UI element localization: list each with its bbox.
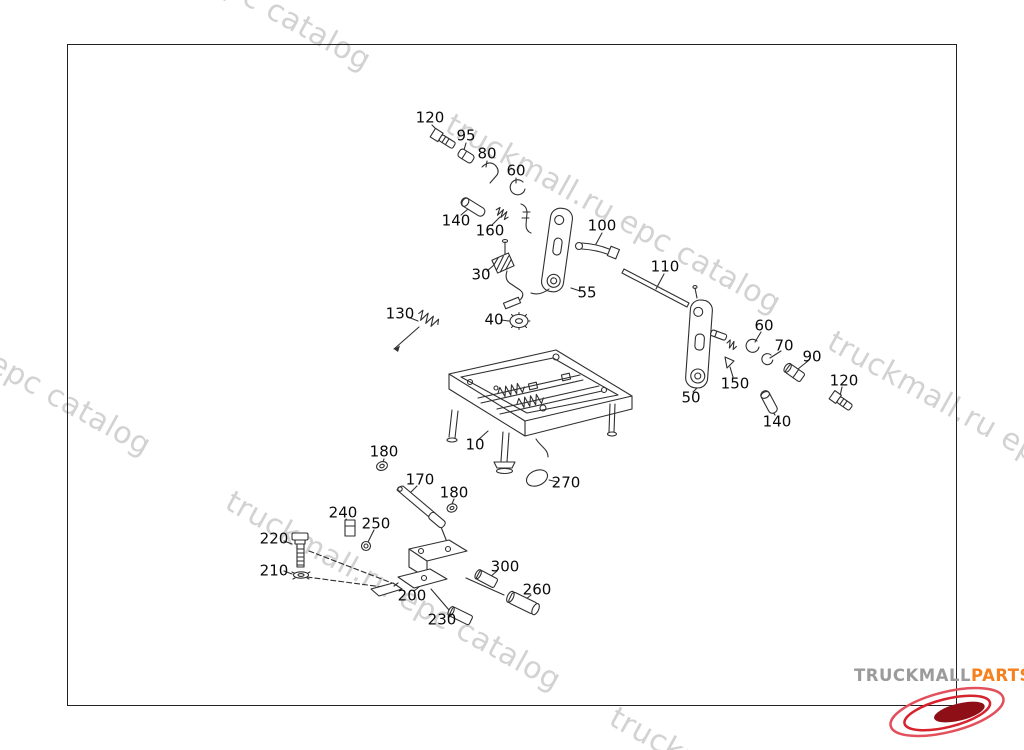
seat-frame-10 <box>446 349 633 475</box>
logo-text: TRUCKMALLPARTS <box>854 666 1024 685</box>
part-label-30[interactable]: 30 <box>471 265 491 284</box>
pin-140-right <box>760 390 778 414</box>
ring-70 <box>761 353 774 366</box>
pin-140-left <box>460 197 486 217</box>
bolt-120-right <box>828 390 853 411</box>
bracket-200 <box>370 539 468 597</box>
bolt-120-left <box>429 127 456 149</box>
part-label-130[interactable]: 130 <box>385 304 415 323</box>
part-label-100[interactable]: 100 <box>587 216 617 235</box>
ring-180-upper <box>376 460 388 472</box>
part-label-180[interactable]: 180 <box>369 442 399 461</box>
lever-80 <box>481 162 499 184</box>
part-label-230[interactable]: 230 <box>427 610 457 629</box>
part-label-150[interactable]: 150 <box>720 374 750 393</box>
part-label-70[interactable]: 70 <box>774 336 794 355</box>
part-label-140[interactable]: 140 <box>441 211 471 230</box>
hinge-plate-55 <box>530 207 573 295</box>
pin-300 <box>474 569 499 588</box>
dashed-leaders <box>306 550 393 589</box>
drawing-border <box>67 44 957 706</box>
part-label-170[interactable]: 170 <box>405 470 435 489</box>
logo-swirl-icon <box>889 686 1005 738</box>
part-label-60[interactable]: 60 <box>506 161 526 180</box>
part-label-210[interactable]: 210 <box>259 561 289 580</box>
pin-260 <box>506 590 540 616</box>
part-label-110[interactable]: 110 <box>650 257 680 276</box>
sleeve-95 <box>457 148 475 164</box>
part-label-40[interactable]: 40 <box>484 310 504 329</box>
part-label-260[interactable]: 260 <box>522 580 552 599</box>
part-label-300[interactable]: 300 <box>490 557 520 576</box>
part-label-180[interactable]: 180 <box>439 483 469 502</box>
release-lever-100 <box>574 241 620 260</box>
washer-210 <box>291 571 311 580</box>
wire-160 <box>520 203 532 234</box>
spring-130 <box>418 309 440 327</box>
snap-ring-60-left <box>509 179 526 196</box>
arrow-line-130 <box>393 326 420 350</box>
part-label-60[interactable]: 60 <box>754 316 774 335</box>
part-label-120[interactable]: 120 <box>415 108 445 127</box>
ring-180-lower <box>446 503 458 513</box>
spring-160 <box>495 206 509 221</box>
lever-170 <box>396 485 446 529</box>
part-label-140[interactable]: 140 <box>762 412 792 431</box>
part-label-80[interactable]: 80 <box>477 144 497 163</box>
rod-110 <box>621 268 690 308</box>
arrowhead-130 <box>394 345 400 352</box>
part-label-95[interactable]: 95 <box>456 126 476 145</box>
hinge-plate-50 <box>685 284 737 389</box>
brand-logo: TRUCKMALLPARTS <box>850 664 1024 750</box>
bolt-220 <box>291 532 309 568</box>
part-label-120[interactable]: 120 <box>829 371 859 390</box>
part-label-220[interactable]: 220 <box>259 529 289 548</box>
part-label-250[interactable]: 250 <box>361 514 391 533</box>
part-label-90[interactable]: 90 <box>802 347 822 366</box>
logo-brand: TRUCKMALL <box>854 666 971 685</box>
clip-150 <box>724 356 735 369</box>
logo-suffix: PARTS <box>970 666 1024 685</box>
part-label-200[interactable]: 200 <box>397 586 427 605</box>
part-label-10[interactable]: 10 <box>465 435 485 454</box>
ring-250 <box>360 540 372 552</box>
oval-270 <box>525 469 549 487</box>
clip-240 <box>344 519 356 537</box>
part-label-55[interactable]: 55 <box>577 283 597 302</box>
latch-assembly-30 <box>491 238 524 310</box>
part-label-160[interactable]: 160 <box>475 221 505 240</box>
washer-40 <box>507 311 531 331</box>
pin-230 <box>447 606 473 626</box>
part-label-50[interactable]: 50 <box>681 388 701 407</box>
fitting-90 <box>783 362 806 383</box>
part-label-240[interactable]: 240 <box>328 503 358 522</box>
snap-ring-60-right <box>745 338 760 353</box>
part-label-270[interactable]: 270 <box>551 473 581 492</box>
